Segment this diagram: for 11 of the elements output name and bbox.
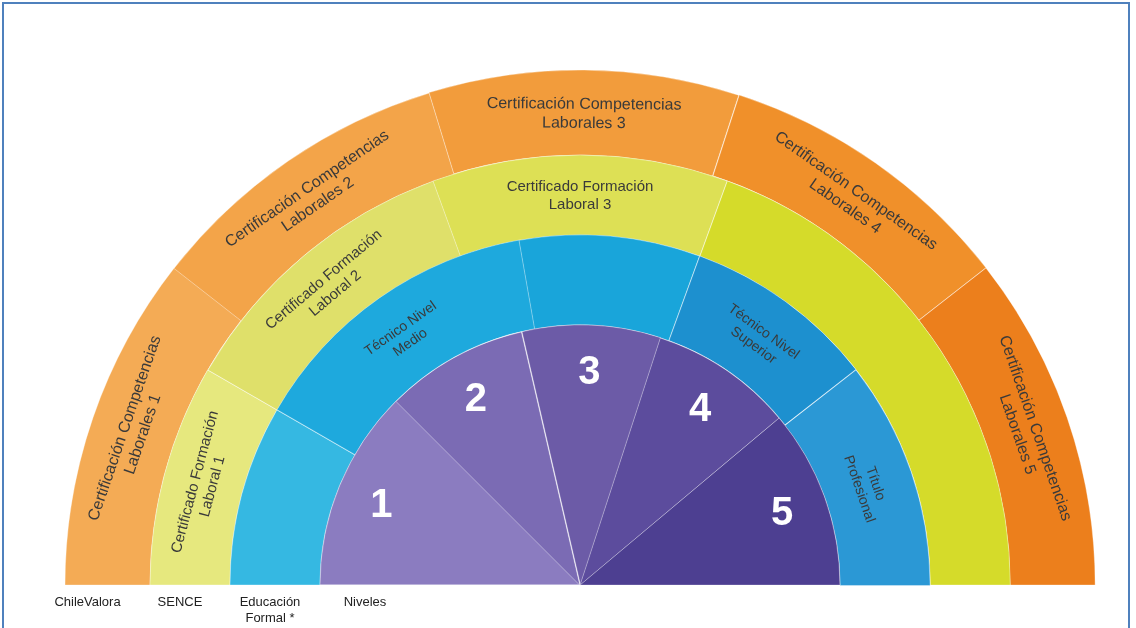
level-number: 3 [578, 350, 601, 391]
column-label: SENCE [156, 594, 204, 611]
level-number: 1 [370, 482, 393, 523]
segment-label: Certificado Formación Laboral 3 [505, 177, 655, 213]
level-number: 5 [770, 491, 794, 532]
column-label: ChileValora [53, 594, 122, 611]
segment-label: Certificación Competencias Laborales 3 [485, 92, 683, 133]
level-number: 2 [464, 376, 487, 417]
level-number: 4 [689, 386, 712, 427]
column-label: Niveles [342, 594, 388, 611]
column-label: Educación Formal * [238, 594, 302, 627]
